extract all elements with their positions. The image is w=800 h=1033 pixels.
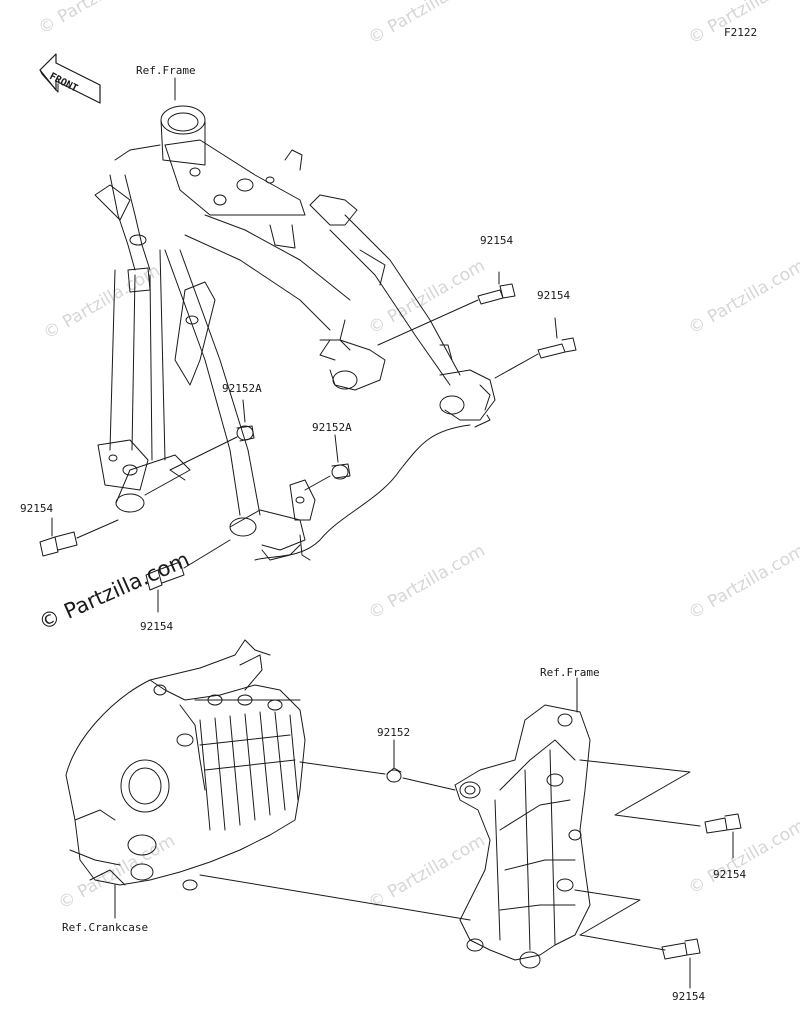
part-label-92154: 92154 <box>713 868 747 881</box>
bolt-upper-right-1 <box>378 272 515 345</box>
part-label-92154: 92154 <box>480 234 514 247</box>
part-label-92152a: 92152A <box>222 382 262 395</box>
frame-part <box>95 106 495 560</box>
ref-crankcase-label: Ref.Crankcase <box>62 921 149 934</box>
part-label-92154: 92154 <box>672 990 706 1003</box>
spacer-1 <box>170 400 254 470</box>
part-label-92152a: 92152A <box>312 421 352 434</box>
ref-frame-bottom-label: Ref.Frame <box>540 666 600 679</box>
ref-frame-top-label: Ref.Frame <box>136 64 196 77</box>
crankcase-part <box>66 640 305 890</box>
part-label-92154: 92154 <box>140 620 174 633</box>
part-label-92154: 92154 <box>20 502 54 515</box>
part-label-92152: 92152 <box>377 726 411 739</box>
bolt-lower-right-2 <box>662 939 700 988</box>
figure-code: F2122 <box>724 26 758 39</box>
spacer-2 <box>305 435 350 490</box>
collar-92152 <box>300 740 455 790</box>
bolt-lower-right-1 <box>705 814 741 858</box>
bolt-left-1 <box>40 518 118 556</box>
bolt-upper-right-2 <box>495 318 576 378</box>
front-arrow-icon <box>40 54 100 103</box>
part-label-92154: 92154 <box>537 289 571 302</box>
bolt-left-2 <box>146 540 230 612</box>
engine-bracket-part <box>455 705 590 968</box>
